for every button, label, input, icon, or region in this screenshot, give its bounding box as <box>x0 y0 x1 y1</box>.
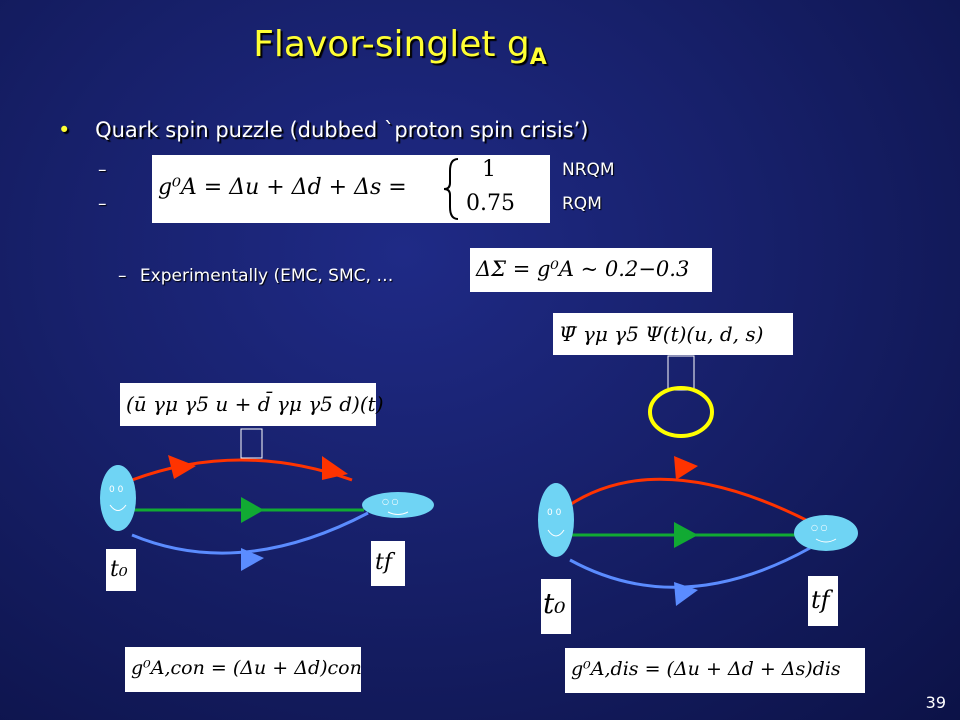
bullet-line: • Quark spin puzzle (dubbed `proton spin… <box>58 118 589 142</box>
insertion-box-right <box>667 355 695 391</box>
arrow-triangle-icon <box>241 548 264 571</box>
smiley-face-icon: 0 0 <box>538 483 574 557</box>
ga-disconnected-text: g⁰A,dis = (Δu + Δd + Δs)dis <box>571 658 841 680</box>
smiley-face-icon: 0 0 <box>100 465 136 531</box>
title-subscript: A <box>529 45 547 70</box>
connected-current-box: (ū γμ γ5 u + d̄ γμ γ5 d)(t) <box>120 383 384 426</box>
arrow-triangle-icon <box>168 455 196 479</box>
delta-sigma-text: ΔΣ = g⁰A ~ 0.2−0.3 <box>476 257 690 281</box>
dash-1: – <box>98 160 107 180</box>
case-top: 1 <box>482 157 496 182</box>
t0-right-text: t₀ <box>543 587 566 620</box>
slide-title: Flavor-singlet gA <box>0 24 800 70</box>
disconnected-current-box: Ψ̄ γμ γ5 Ψ(t)(u, d, s) <box>553 313 793 355</box>
tf-label-right: tf <box>808 576 838 626</box>
tf-left-text: tf <box>375 550 392 575</box>
arrow-triangle-icon <box>241 497 264 523</box>
insertion-box-left <box>240 428 263 459</box>
bullet-icon: • <box>58 118 71 142</box>
smiley-face-icon: ○ ○ <box>794 515 858 551</box>
experimental-text: Experimentally (EMC, SMC, … <box>139 266 394 286</box>
blue-quark-line-right <box>569 546 811 589</box>
connected-current-text: (ū γμ γ5 u + d̄ γμ γ5 d)(t) <box>126 392 384 416</box>
disconnected-current-text: Ψ̄ γμ γ5 Ψ(t)(u, d, s) <box>559 322 764 346</box>
arrow-triangle-icon <box>674 456 698 480</box>
nrqm-label: NRQM <box>562 160 615 180</box>
ga-sum-text: g⁰A = Δu + Δd + Δs = <box>158 175 407 200</box>
svg-text:0 0: 0 0 <box>547 508 562 518</box>
t0-label-right: t₀ <box>541 579 571 634</box>
t0-left-text: t₀ <box>110 557 128 582</box>
quark-loop <box>648 386 714 438</box>
svg-text:0 0: 0 0 <box>109 485 124 495</box>
ga-disconnected-equation: g⁰A,dis = (Δu + Δd + Δs)dis <box>565 648 865 693</box>
dash-3: – <box>118 266 127 286</box>
svg-text:○ ○: ○ ○ <box>382 497 399 506</box>
smiley-face-icon: ○ ○ <box>362 492 434 518</box>
red-quark-line-right <box>567 477 813 525</box>
ga-sum-equation: g⁰A = Δu + Δd + Δs = 1 0.75 <box>152 155 550 223</box>
page-number: 39 <box>925 693 946 712</box>
red-quark-line-left <box>131 458 353 482</box>
case-bottom: 0.75 <box>466 191 515 216</box>
arrow-triangle-icon <box>322 456 348 480</box>
rqm-label: RQM <box>562 194 602 214</box>
title-main: Flavor-singlet g <box>253 24 530 65</box>
svg-text:○ ○: ○ ○ <box>811 523 828 532</box>
tf-right-text: tf <box>811 586 830 614</box>
dash-2: – <box>98 194 107 214</box>
arrow-triangle-icon <box>674 582 698 606</box>
ga-connected-equation: g⁰A,con = (Δu + Δd)con <box>125 647 362 692</box>
delta-sigma-equation: ΔΣ = g⁰A ~ 0.2−0.3 <box>470 248 712 292</box>
t0-label-left: t₀ <box>106 549 136 591</box>
tf-label-left: tf <box>371 541 405 586</box>
bullet-text: Quark spin puzzle (dubbed `proton spin c… <box>95 118 589 142</box>
arrow-triangle-icon <box>674 522 698 548</box>
blue-quark-line-left <box>131 511 369 555</box>
ga-connected-text: g⁰A,con = (Δu + Δd)con <box>131 657 362 679</box>
brace-icon <box>443 158 459 220</box>
experimental-line: – Experimentally (EMC, SMC, … <box>118 266 393 286</box>
